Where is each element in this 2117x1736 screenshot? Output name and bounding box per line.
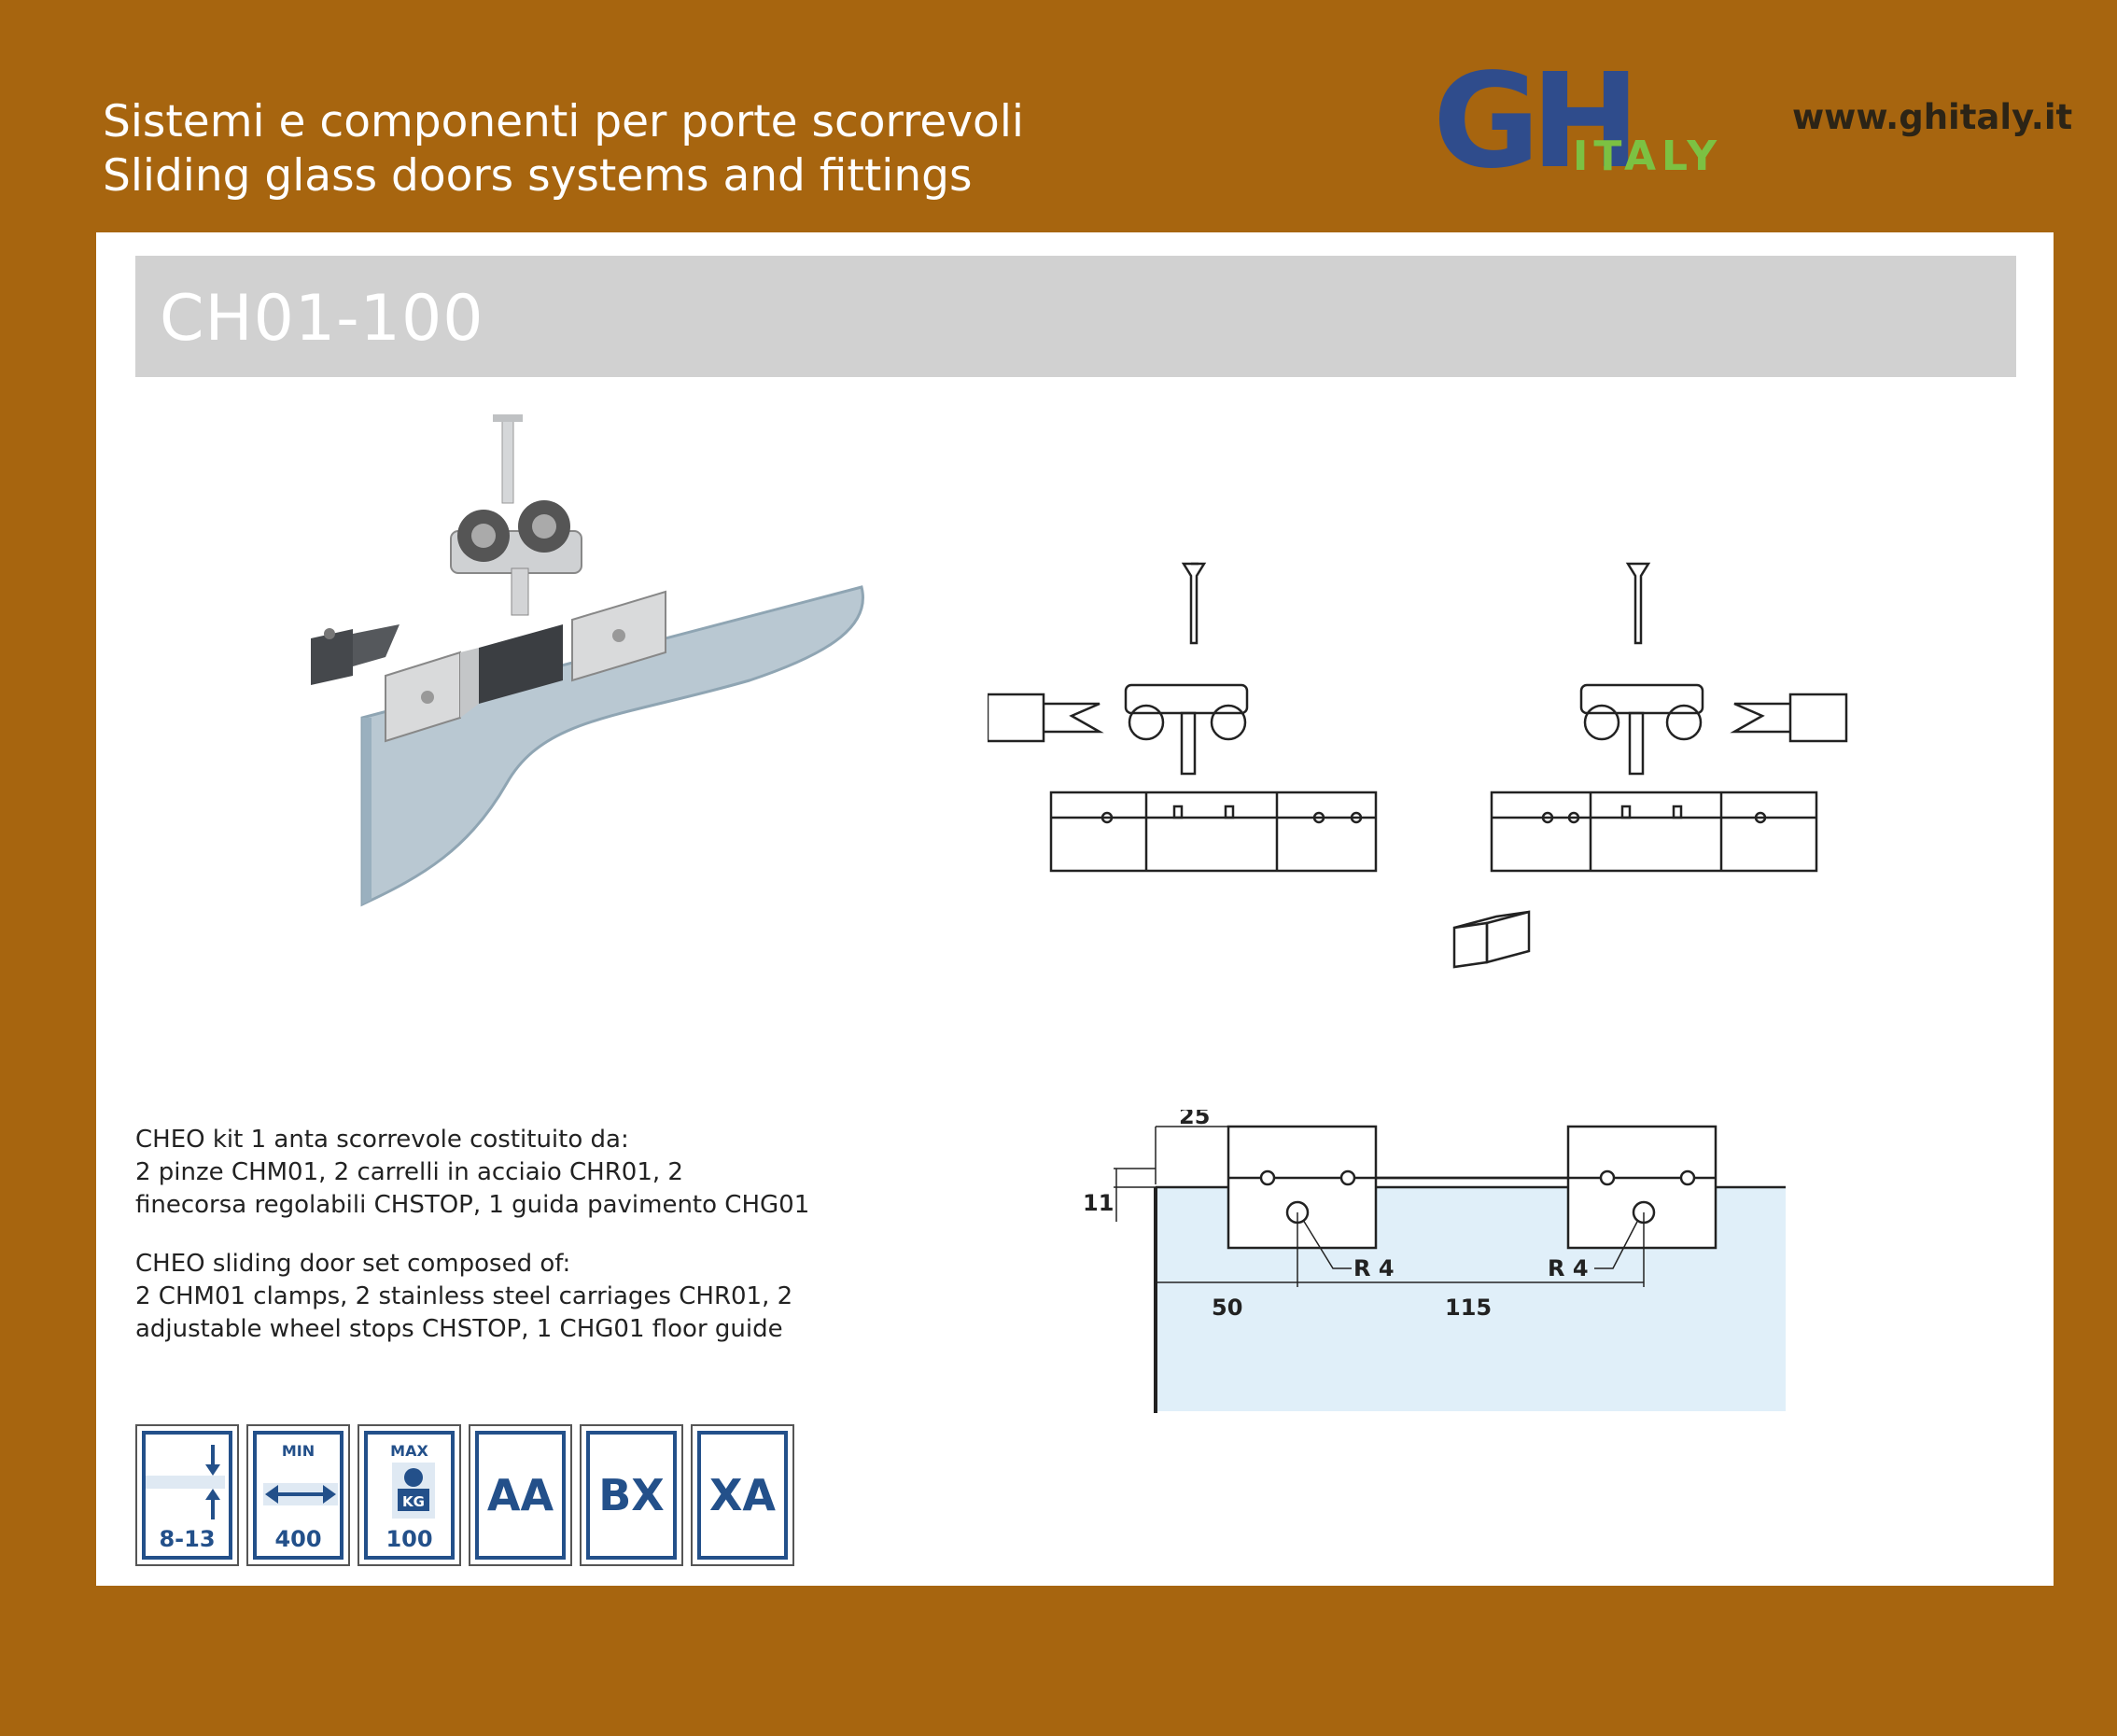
product-description: CHEO kit 1 anta scorrevole costituito da… [135, 1124, 901, 1372]
glass-thickness-spec: 8-13 [135, 1424, 239, 1566]
website-link[interactable]: www.ghitaly.it [1792, 97, 2073, 137]
code-xa: XA [691, 1424, 794, 1566]
desc-it-line-1: CHEO kit 1 anta scorrevole costituito da… [135, 1126, 629, 1154]
max-label: MAX [390, 1442, 428, 1460]
dim-bottom-115: 115 [1445, 1295, 1492, 1321]
dim-top: 25 [1179, 1110, 1210, 1129]
max-weight-value: 100 [386, 1526, 433, 1552]
dimension-drawing: 25 11 R 4 R 4 50 115 [1083, 1110, 1786, 1413]
description-english: CHEO sliding door set composed of: 2 CHM… [135, 1248, 901, 1346]
content-panel: CH01-100 [96, 232, 2054, 1586]
code-bx-label: BX [598, 1470, 665, 1520]
thickness-value: 8-13 [159, 1526, 216, 1552]
desc-en-line-3: adjustable wheel stops CHSTOP, 1 CHG01 f… [135, 1315, 783, 1343]
thickness-arrows-icon [146, 1445, 225, 1519]
max-weight-spec: MAX KG 100 [358, 1424, 461, 1566]
code-aa: AA [469, 1424, 572, 1566]
desc-en-line-1: CHEO sliding door set composed of: [135, 1250, 571, 1278]
logo-secondary: ITALY [1573, 133, 1722, 180]
gh-italy-logo: GH ITALY [1433, 63, 1722, 185]
code-xa-label: XA [708, 1470, 777, 1520]
left-assembly [988, 562, 1378, 873]
exploded-view-drawing [988, 562, 1848, 969]
radius-label-right: R 4 [1548, 1255, 1589, 1281]
spec-icons: 8-13 MIN 400 MAX [135, 1424, 794, 1566]
description-italian: CHEO kit 1 anta scorrevole costituito da… [135, 1124, 901, 1222]
tagline-english: Sliding glass doors systems and fittings [103, 150, 973, 202]
min-label: MIN [281, 1442, 315, 1460]
code-aa-label: AA [486, 1470, 554, 1520]
desc-en-line-2: 2 CHM01 clamps, 2 stainless steel carria… [135, 1282, 793, 1310]
logo-primary: GH [1433, 63, 1631, 185]
tagline-italian: Sistemi e componenti per porte scorrevol… [103, 96, 1024, 147]
desc-it-line-3: finecorsa regolabili CHSTOP, 1 guida pav… [135, 1191, 810, 1219]
dim-left: 11 [1083, 1190, 1114, 1216]
header-tagline: Sistemi e componenti per porte scorrevol… [103, 95, 1024, 203]
min-width-value: 400 [274, 1526, 322, 1552]
floor-guide [1452, 910, 1531, 969]
width-arrows-icon [263, 1483, 338, 1505]
product-illustration [311, 414, 864, 907]
min-width-spec: MIN 400 [246, 1424, 350, 1566]
product-code: CH01-100 [160, 282, 484, 356]
code-bx: BX [580, 1424, 683, 1566]
kg-label: KG [402, 1493, 425, 1510]
right-assembly [1490, 562, 1848, 873]
product-title-bar: CH01-100 [135, 256, 2016, 377]
weight-icon: KG [392, 1463, 435, 1519]
dim-bottom-50: 50 [1212, 1295, 1242, 1321]
desc-it-line-2: 2 pinze CHM01, 2 carrelli in acciaio CHR… [135, 1158, 683, 1186]
radius-label-left: R 4 [1353, 1255, 1395, 1281]
